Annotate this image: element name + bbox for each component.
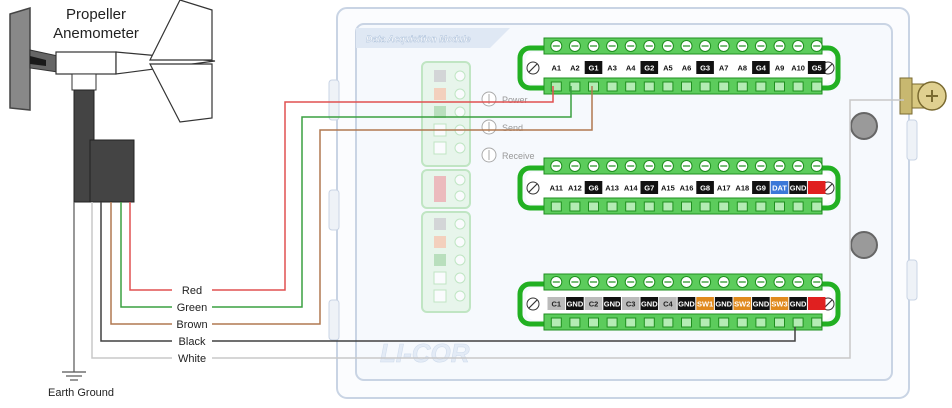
- terminal-label: A11: [550, 184, 563, 193]
- wire-red: [129, 86, 554, 291]
- terminal-label: C1: [552, 300, 562, 309]
- module-round-port: [850, 112, 878, 140]
- led-label-send: Send: [502, 123, 523, 133]
- anemometer-title-line2: Anemometer: [53, 25, 139, 42]
- terminal-label: SW2: [734, 300, 750, 309]
- anemometer-illustration: [9, 0, 216, 203]
- terminal-label: A16: [680, 184, 694, 193]
- led-label-receive: Receive: [502, 151, 535, 161]
- wire-label-text: Green: [177, 302, 208, 314]
- terminal-label: G7: [644, 184, 654, 193]
- wiring: [91, 86, 904, 359]
- terminal-label: G9: [756, 184, 766, 193]
- terminal-label: A17: [717, 184, 731, 193]
- wire-white: [91, 99, 904, 359]
- terminal-label: GND: [604, 300, 621, 309]
- terminal-label: GND: [567, 300, 584, 309]
- terminal-label: A12: [568, 184, 582, 193]
- terminal-label: A13: [605, 184, 619, 193]
- terminal-block-1: A1 A2 G1 A3 A4 G2 A5 A6 G3 A7 A8 G4 A9 A10 G5: [517, 37, 841, 95]
- terminal-label: A4: [626, 64, 636, 73]
- terminal-label: C3: [626, 300, 636, 309]
- terminal-label: GND: [715, 300, 732, 309]
- terminal-label: A5: [663, 64, 673, 73]
- wire-label-text: Red: [182, 285, 202, 297]
- terminal-label: A10: [791, 64, 805, 73]
- cable-gland: [899, 77, 947, 115]
- terminal-label: A6: [682, 64, 692, 73]
- wire-label-text: White: [178, 353, 206, 365]
- terminal-label: SW3: [771, 300, 787, 309]
- wire-label-green: Green: [172, 300, 212, 314]
- terminal-label: GND: [753, 300, 770, 309]
- module-title: Data Acquisition Module: [366, 34, 471, 44]
- terminal-label: SW1: [697, 300, 713, 309]
- terminal-label: A14: [624, 184, 639, 193]
- terminal-label: GND: [790, 300, 807, 309]
- terminal-label: DAT: [772, 184, 787, 193]
- wire-green: [120, 86, 572, 308]
- wire-label-text: Black: [179, 336, 206, 348]
- internal-connector: [421, 61, 471, 313]
- terminal-label: GND: [678, 300, 695, 309]
- terminal-label: G6: [588, 184, 598, 193]
- terminal-label: GND: [790, 184, 807, 193]
- terminal-label: A7: [719, 64, 729, 73]
- terminal-label: A18: [735, 184, 749, 193]
- anemometer-title-line1: Propeller: [66, 6, 126, 23]
- brand-watermark: LI-COR: [380, 338, 470, 368]
- terminal-label: A8: [738, 64, 748, 73]
- terminal-label: A9: [775, 64, 785, 73]
- wire-label-brown: Brown: [172, 317, 212, 331]
- wire-brown: [110, 86, 593, 325]
- terminal-label: C4: [663, 300, 673, 309]
- terminal-label: G4: [756, 64, 767, 73]
- module-title-tab: [356, 28, 510, 48]
- wire-label-text: Brown: [176, 319, 207, 331]
- terminal-label: A15: [661, 184, 675, 193]
- terminal-label: G1: [588, 64, 598, 73]
- terminal-label: A2: [570, 64, 580, 73]
- terminal-label: G2: [644, 64, 654, 73]
- terminal-label: A3: [607, 64, 617, 73]
- led-label-power: Power: [502, 95, 528, 105]
- wire-label-red: Red: [172, 283, 212, 297]
- module-round-port: [850, 231, 878, 259]
- wire-label-white: White: [172, 351, 212, 365]
- terminal-label: GND: [641, 300, 658, 309]
- terminal-label: C2: [589, 300, 599, 309]
- terminal-label: G3: [700, 64, 710, 73]
- terminal-label: A1: [552, 64, 562, 73]
- terminal-label: 12V: [810, 300, 823, 309]
- earth-ground-symbol: [62, 202, 86, 381]
- terminal-label: G8: [700, 184, 710, 193]
- terminal-label: 12V: [810, 184, 823, 193]
- terminal-label: G5: [812, 64, 822, 73]
- wire-label-black: Black: [172, 334, 212, 348]
- earth-ground-label: Earth Ground: [48, 387, 114, 399]
- wire-black: [100, 202, 796, 342]
